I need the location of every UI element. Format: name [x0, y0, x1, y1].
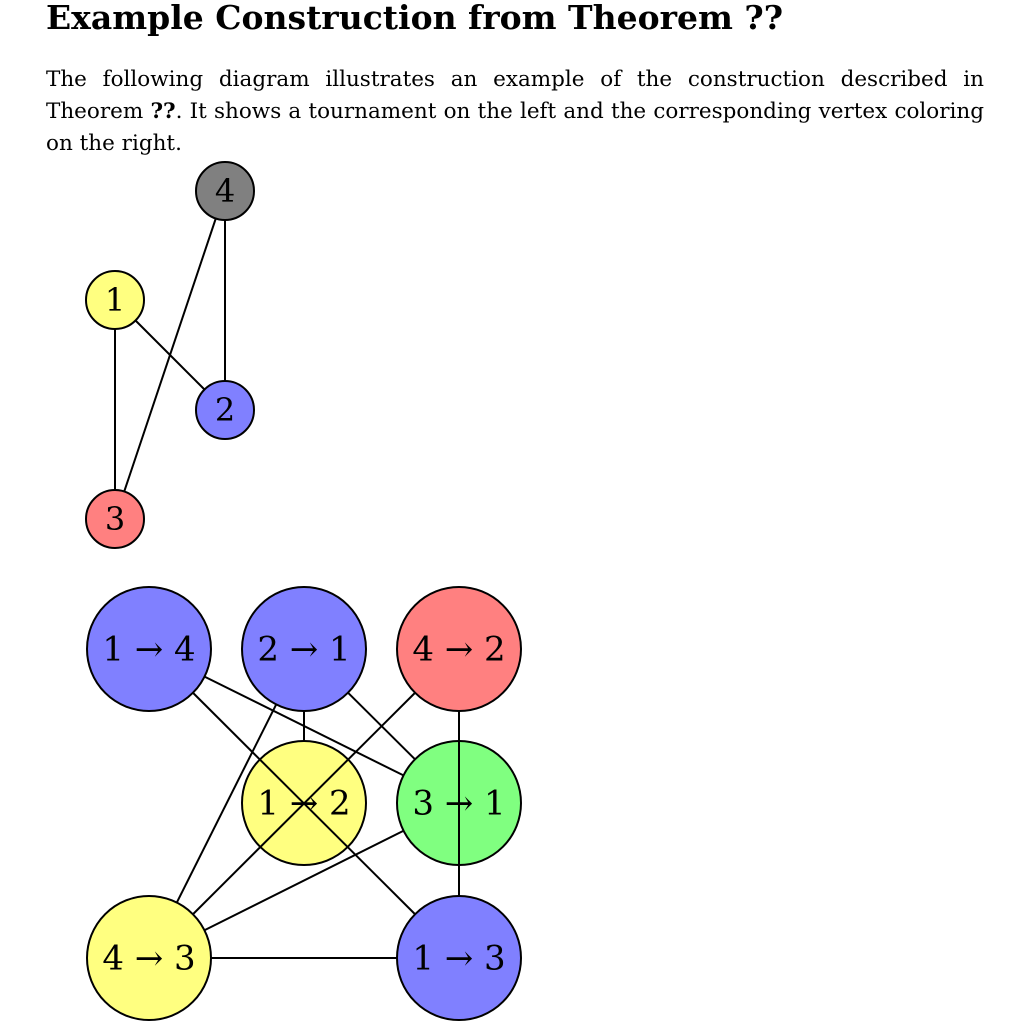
- coloring-node-label: 1 → 3: [412, 939, 505, 979]
- intro-text-2: . It shows a tournament on the left and …: [46, 99, 985, 156]
- coloring-node-42: 4 → 2: [396, 586, 522, 712]
- tournament-node-label: 2: [215, 391, 235, 429]
- intro-text-1: The following diagram illustrates an exa…: [46, 67, 984, 124]
- coloring-node-21: 2 → 1: [241, 586, 367, 712]
- tournament-node-circle: [195, 380, 255, 440]
- tournament-edges: [114, 218, 226, 492]
- tournament-node-4: 4: [195, 161, 255, 221]
- theorem-reference: ??: [150, 99, 176, 124]
- coloring-edge-42-43: [192, 692, 416, 915]
- tournament-node-3: 3: [85, 489, 145, 549]
- tournament-node-label: 4: [215, 172, 235, 210]
- tournament-node-circle: [85, 270, 145, 330]
- coloring-node-label: 4 → 3: [102, 939, 195, 979]
- page-title: Example Construction from Theorem ??: [46, 0, 784, 37]
- coloring-node-label: 4 → 2: [412, 630, 505, 670]
- coloring-nodes: 1 → 42 → 14 → 21 → 23 → 14 → 31 → 3: [86, 586, 522, 1021]
- tournament-node-circle: [85, 489, 145, 549]
- coloring-node-label: 2 → 1: [257, 630, 350, 670]
- tournament-node-label: 3: [105, 500, 125, 538]
- coloring-node-14: 1 → 4: [86, 586, 212, 712]
- coloring-node-circle: [86, 586, 212, 712]
- coloring-node-43: 4 → 3: [86, 895, 212, 1021]
- tournament-node-2: 2: [195, 380, 255, 440]
- coloring-node-label: 1 → 4: [102, 630, 195, 670]
- tournament-nodes: 1 2 3 4: [85, 161, 255, 549]
- coloring-edges: [175, 675, 460, 959]
- coloring-node-13: 1 → 3: [396, 895, 522, 1021]
- tournament-node-circle: [195, 161, 255, 221]
- tournament-node-label: 1: [105, 281, 125, 319]
- tournament-node-1: 1: [85, 270, 145, 330]
- tournament-edge-4-3: [123, 218, 217, 492]
- coloring-edge-31-43: [204, 829, 404, 932]
- coloring-edge-21-43: [175, 703, 278, 904]
- intro-paragraph: The following diagram illustrates an exa…: [46, 64, 984, 160]
